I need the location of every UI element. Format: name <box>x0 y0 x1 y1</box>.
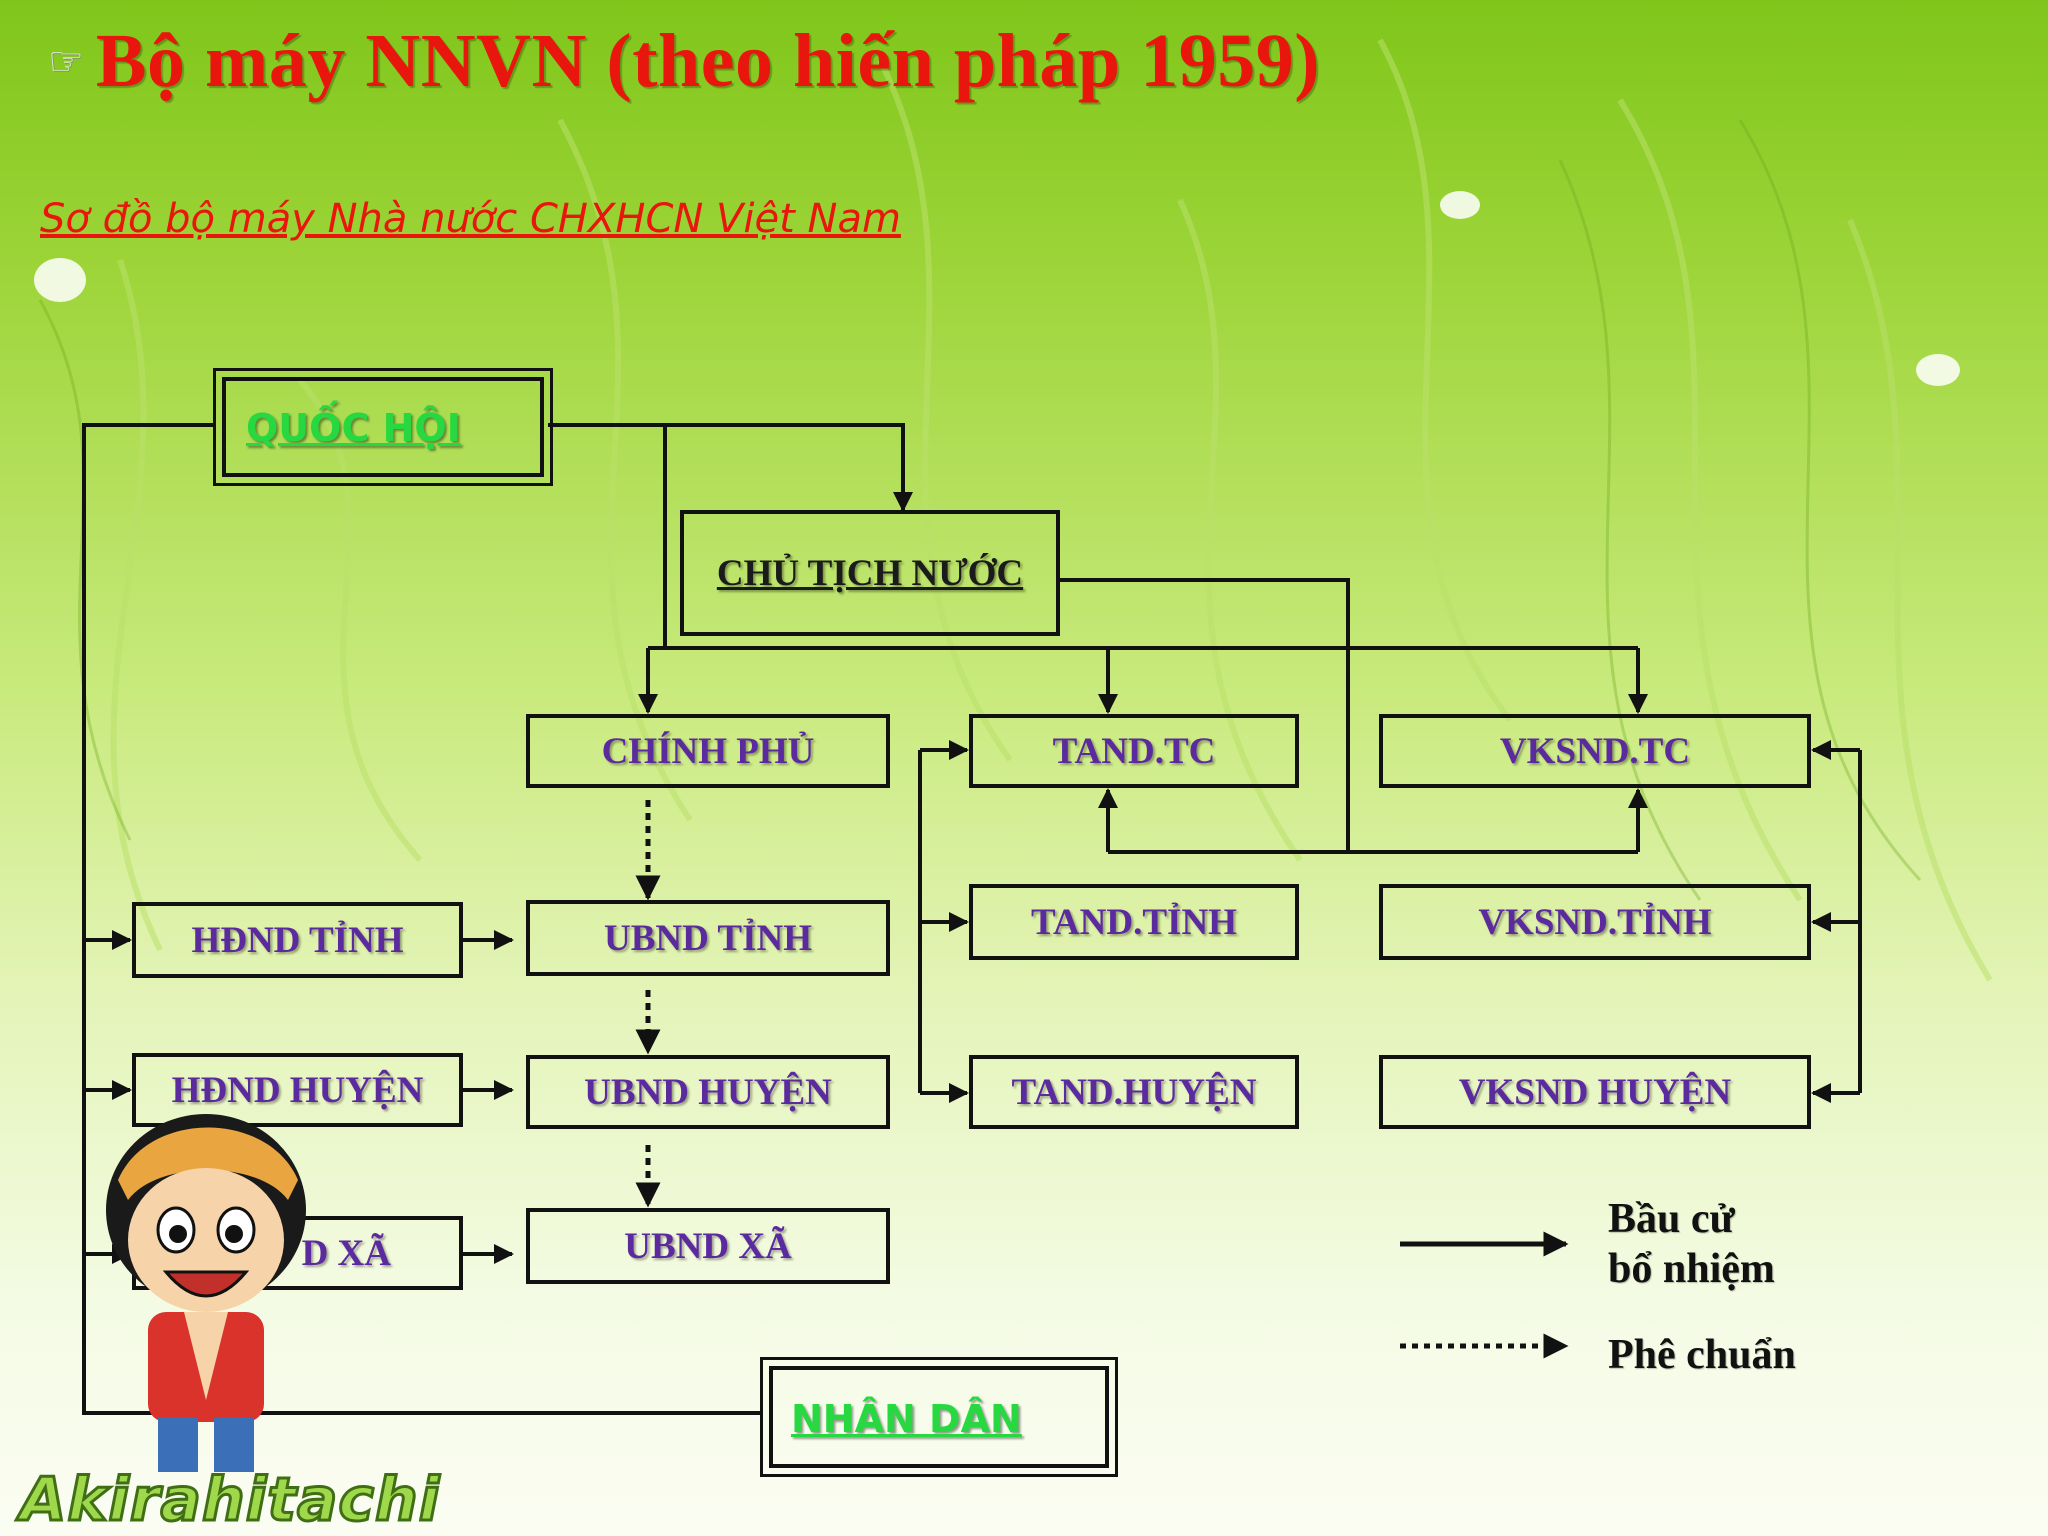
connector-qh-to-ctn <box>548 423 913 512</box>
node-nhan-dan: NHÂN DÂN <box>760 1357 1118 1477</box>
legend-solid-line2: bổ nhiệm <box>1608 1246 1775 1292</box>
legend-solid-line1: Bầu cử <box>1608 1196 1735 1242</box>
cartoon-mascot-image <box>106 1114 306 1472</box>
node-ubnd-xa: UBND XÃ <box>526 1208 890 1284</box>
node-ubnd-tinh: UBND TỈNH <box>526 900 890 976</box>
node-tand-tinh: TAND.TỈNH <box>969 884 1299 960</box>
node-tand-huyen: TAND.HUYỆN <box>969 1055 1299 1129</box>
node-hdnd-huyen-label: HĐND HUYỆN <box>171 1069 424 1111</box>
title-row: ☞ Bộ máy NNVN (theo hiến pháp 1959) <box>48 18 1320 105</box>
node-chu-tich-nuoc: CHỦ TỊCH NƯỚC <box>680 510 1060 636</box>
node-hdnd-xa-label: D XÃ <box>301 1232 391 1274</box>
node-tand-tc-label: TAND.TC <box>1052 730 1216 772</box>
node-hdnd-tinh-label: HĐND TỈNH <box>191 919 404 961</box>
node-hdnd-huyen: HĐND HUYỆN <box>132 1053 463 1127</box>
node-chinh-phu-label: CHÍNH PHỦ <box>601 730 815 772</box>
node-ubnd-huyen-label: UBND HUYỆN <box>584 1071 832 1113</box>
connector-qh-to-left-bus <box>82 423 760 1415</box>
node-ubnd-xa-label: UBND XÃ <box>624 1225 792 1267</box>
node-vksnd-tinh: VKSND.TỈNH <box>1379 884 1811 960</box>
node-ubnd-huyen: UBND HUYỆN <box>526 1055 890 1129</box>
node-ubnd-tinh-label: UBND TỈNH <box>604 917 812 959</box>
legend-lines <box>1400 1231 1569 1359</box>
node-nhan-dan-label: NHÂN DÂN <box>791 1397 1022 1441</box>
node-quoc-hoi: QUỐC HỘI <box>213 368 553 486</box>
node-nhan-dan-inner-border <box>769 1366 1109 1468</box>
node-chu-tich-nuoc-label: CHỦ TỊCH NƯỚC <box>716 552 1024 594</box>
node-hdnd-tinh: HĐND TỈNH <box>132 902 463 978</box>
node-quoc-hoi-inner-border <box>222 377 544 477</box>
connector-ctn-to-right <box>1057 578 1350 852</box>
node-vksnd-huyen-label: VKSND HUYỆN <box>1458 1071 1732 1113</box>
solid-connectors <box>82 423 1862 1415</box>
node-chinh-phu: CHÍNH PHỦ <box>526 714 890 788</box>
node-tand-tinh-label: TAND.TỈNH <box>1031 901 1237 943</box>
legend-dotted-label: Phê chuẩn <box>1608 1332 1796 1378</box>
watermark-logo: Akirahitachi <box>18 1464 441 1536</box>
subtitle: Sơ đồ bộ máy Nhà nước CHXHCN Việt Nam <box>40 196 901 242</box>
node-vksnd-huyen: VKSND HUYỆN <box>1379 1055 1811 1129</box>
node-tand-huyen-label: TAND.HUYỆN <box>1011 1071 1257 1113</box>
pointing-hand-icon: ☞ <box>48 39 84 84</box>
node-quoc-hoi-label: QUỐC HỘI <box>246 406 461 450</box>
node-vksnd-tc-label: VKSND.TC <box>1499 730 1691 772</box>
legend-solid-label: Bầu cử bổ nhiệm <box>1608 1194 1775 1294</box>
node-tand-tc: TAND.TC <box>969 714 1299 788</box>
page-title: Bộ máy NNVN (theo hiến pháp 1959) <box>95 19 1321 103</box>
node-vksnd-tinh-label: VKSND.TỈNH <box>1478 901 1712 943</box>
node-vksnd-tc: VKSND.TC <box>1379 714 1811 788</box>
